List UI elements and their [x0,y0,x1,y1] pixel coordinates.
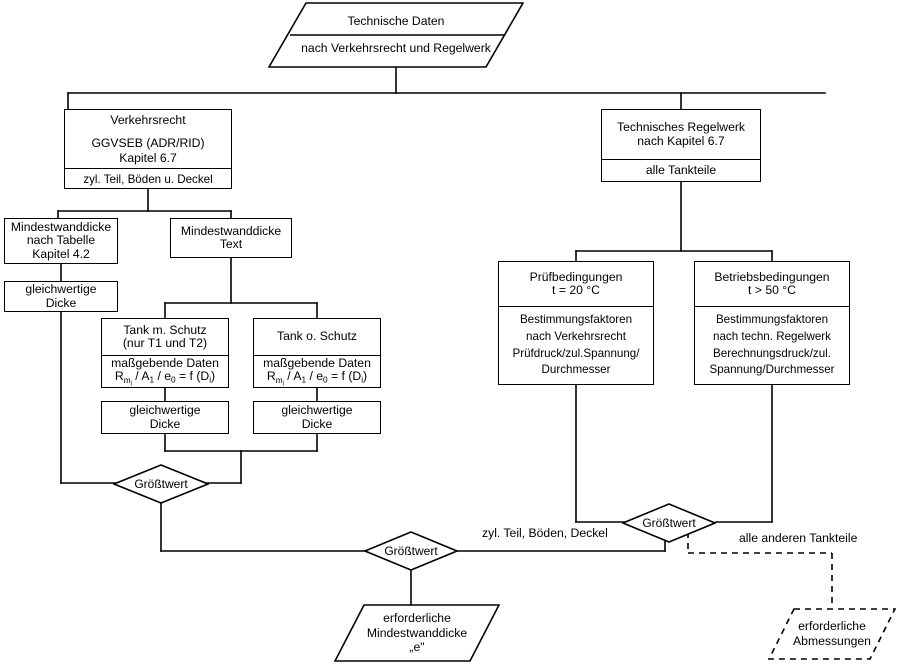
title-line-2: nach Verkehrsrecht und Regelwerk [301,41,491,56]
verkehrsrecht-line-2: GGVSEB (ADR/RID) [91,136,205,151]
edge-label-cyl-parts: zyl. Teil, Böden, Deckel [482,526,608,540]
gd-tabelle-body: gleichwertige Dicke [25,282,97,310]
betrieb-head: Betriebsbedingungen t > 50 °C [714,269,830,297]
verkehrsrecht-line-3: Kapitel 6.7 [119,150,177,165]
output-required-min-wall: erforderliche Mindestwanddicke „e" [334,604,500,662]
output-dimensions-line-1: erforderliche [798,619,866,634]
node-mindestwanddicke-text[interactable]: Mindestwanddicke Text [170,218,292,258]
node-mindestwanddicke-tabelle[interactable]: Mindestwanddicke nach Tabelle Kapitel 4.… [4,218,118,264]
decision-max-left-label: Größtwert [134,477,188,491]
node-pruefbedingungen[interactable]: Prüfbedingungen t = 20 °C Bestimmungsfak… [498,261,654,385]
node-gleichwertige-dicke-mit-schutz[interactable]: gleichwertige Dicke [101,401,229,434]
tank-ohne-head: Tank o. Schutz [277,329,357,344]
tank-schutz-head: Tank m. Schutz (nur T1 und T2) [122,322,208,350]
output-dimensions-line-2: Abmessungen [793,634,871,648]
edge-label-other-parts: alle anderen Tankteile [739,531,858,545]
tank-schutz-data: maßgebende Daten Rmj / A1 / e0 = f (Di) [102,355,228,388]
formula-unprotected: Rmj / A1 / e0 = f (Di) [266,369,368,387]
node-verkehrsrecht[interactable]: Verkehrsrecht GGVSEB (ADR/RID) Kapitel 6… [64,109,232,189]
title-parallelogram: Technische Daten nach Verkehrsrecht und … [268,2,524,68]
gd-ohne-body: gleichwertige Dicke [281,403,353,431]
node-tank-mit-schutz[interactable]: Tank m. Schutz (nur T1 und T2) maßgebend… [101,318,229,388]
output-min-wall-line-2: Mindestwanddicke [366,625,468,640]
node-betriebsbedingungen[interactable]: Betriebsbedingungen t > 50 °C Bestimmung… [694,261,850,385]
output-min-wall-line-1: erforderliche [383,611,451,626]
title-line-1: Technische Daten [347,14,445,29]
regelwerk-footer: alle Tankteile [602,159,760,181]
node-gleichwertige-dicke-ohne-schutz[interactable]: gleichwertige Dicke [253,401,381,434]
mwd-text-body: Mindestwanddicke Text [180,223,282,251]
verkehrsrecht-body: Verkehrsrecht GGVSEB (ADR/RID) Kapitel 6… [65,110,231,168]
formula-protected: Rmj / A1 / e0 = f (Di) [114,369,216,387]
node-technisches-regelwerk[interactable]: Technisches Regelwerk nach Kapitel 6.7 a… [601,109,761,182]
gd-schutz-body: gleichwertige Dicke [129,403,201,431]
decision-max-right[interactable]: Größtwert [622,503,716,543]
verkehrsrecht-footer: zyl. Teil, Böden u. Deckel [65,168,231,190]
pruef-head: Prüfbedingungen t = 20 °C [529,269,623,297]
node-tank-ohne-schutz[interactable]: Tank o. Schutz maßgebende Daten Rmj / A1… [253,318,381,388]
output-min-wall-line-3: „e" [409,640,425,655]
decision-max-right-label: Größtwert [642,516,696,530]
verkehrsrecht-line-1: Verkehrsrecht [110,112,186,127]
node-gleichwertige-dicke-tabelle[interactable]: gleichwertige Dicke [4,281,118,312]
tank-ohne-data: maßgebende Daten Rmj / A1 / e0 = f (Di) [254,355,380,388]
betrieb-body: Bestimmungsfaktoren nach techn. Regelwer… [695,306,849,384]
decision-max-final[interactable]: Größtwert [364,531,458,571]
decision-max-final-label: Größtwert [384,544,438,558]
output-required-dimensions: erforderliche Abmessungen [768,608,896,660]
decision-max-left[interactable]: Größtwert [113,464,209,504]
regelwerk-body: Technisches Regelwerk nach Kapitel 6.7 [616,120,746,148]
pruef-body: Bestimmungsfaktoren nach Verkehrsrecht P… [499,306,653,384]
mwd-tabelle-body: Mindestwanddicke nach Tabelle Kapitel 4.… [10,219,112,261]
